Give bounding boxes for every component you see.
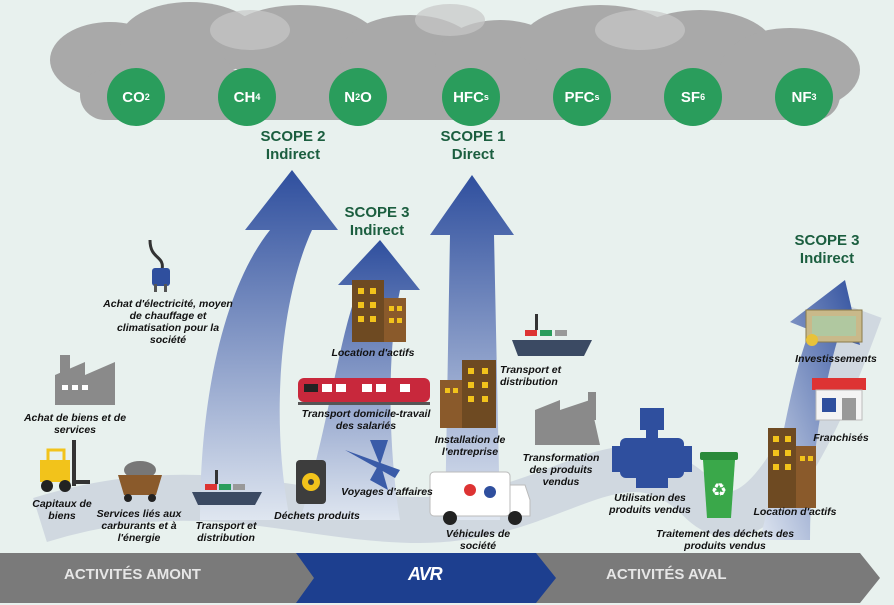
leased-building-icon bbox=[768, 428, 816, 508]
downstream-activities-label: ACTIVITÉS AVAL bbox=[606, 566, 727, 583]
label-purchased-goods: Achat de biens et de services bbox=[23, 412, 127, 436]
scope1-arrow bbox=[430, 175, 514, 520]
label-electricity: Achat d'électricité, moyen de chauffage … bbox=[103, 298, 233, 346]
office-building-icon bbox=[352, 280, 406, 342]
label-transport-upstream: Transport et distribution bbox=[195, 520, 257, 544]
label-waste: Déchets produits bbox=[274, 510, 360, 522]
ship-right-icon bbox=[512, 314, 592, 356]
forklift-icon bbox=[40, 440, 90, 492]
label-commuting: Transport domicile-travail des salariés bbox=[301, 408, 431, 432]
plug-icon bbox=[148, 239, 170, 292]
label-business-travel: Voyages d'affaires bbox=[341, 486, 433, 498]
upstream-activities-label: ACTIVITÉS AMONT bbox=[64, 566, 201, 583]
money-icon bbox=[805, 309, 863, 346]
label-investments: Investissements bbox=[795, 353, 877, 365]
svg-text:♻: ♻ bbox=[711, 480, 727, 500]
label-leased-assets-downstream: Location d'actifs bbox=[753, 506, 837, 518]
label-end-of-life: Traitement des déchets des produits vend… bbox=[655, 528, 795, 552]
scope2-arrow bbox=[200, 170, 338, 520]
label-capital-goods: Capitaux de biens bbox=[32, 498, 92, 522]
upstream-bar bbox=[0, 553, 318, 603]
valve-icon bbox=[612, 408, 692, 488]
avr-bar bbox=[296, 553, 560, 603]
train-icon bbox=[298, 378, 430, 405]
avr-logo: AVR bbox=[408, 564, 443, 584]
label-fuel-energy: Services liés aux carburants et à l'éner… bbox=[96, 508, 182, 544]
downstream-bar bbox=[536, 553, 880, 603]
label-leased-assets-upstream: Location d'actifs bbox=[331, 347, 415, 359]
waste-barrel-icon bbox=[296, 460, 326, 504]
recycle-bin-icon: ♻ bbox=[700, 452, 738, 518]
ship-icon bbox=[192, 470, 262, 505]
label-installation: Installation de l'entreprise bbox=[434, 434, 506, 458]
shop-icon bbox=[812, 378, 866, 421]
label-franchises: Franchisés bbox=[813, 432, 869, 444]
label-vehicles: Véhicules de société bbox=[445, 528, 511, 552]
installation-building-icon bbox=[440, 360, 496, 428]
label-use-of-products: Utilisation des produits vendus bbox=[609, 492, 691, 516]
airplane-icon bbox=[345, 440, 400, 490]
factory-icon bbox=[55, 355, 115, 405]
label-processing: Transformation des produits vendus bbox=[522, 452, 600, 488]
label-transport-downstream: Transport et distribution bbox=[500, 364, 562, 388]
mine-cart-icon bbox=[118, 461, 162, 502]
delivery-van-icon bbox=[429, 471, 531, 525]
factory-right-icon bbox=[535, 392, 600, 445]
